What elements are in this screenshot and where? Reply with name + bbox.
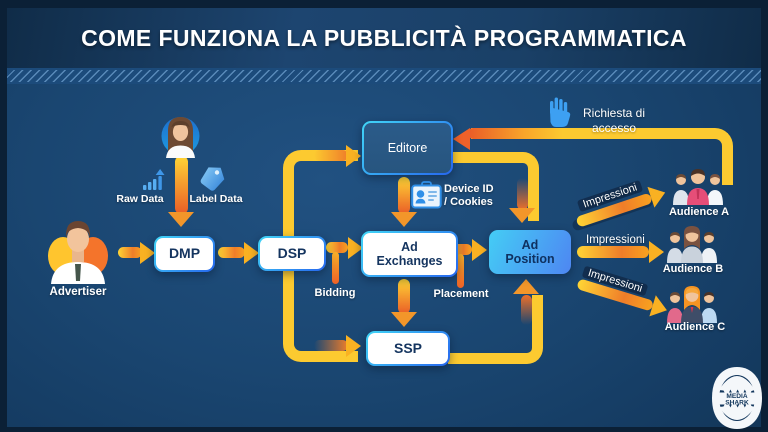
title-band: COME FUNZIONA LA PUBBLICITÀ PROGRAMMATIC… bbox=[7, 8, 761, 68]
arrow-placement-head bbox=[472, 239, 487, 261]
audience-c-label: Audience C bbox=[664, 321, 726, 333]
advertiser-avatar-icon bbox=[46, 214, 110, 284]
page-title: COME FUNZIONA LA PUBBLICITÀ PROGRAMMATIC… bbox=[81, 24, 687, 51]
audience-a-label: Audience A bbox=[668, 206, 730, 218]
shark-logo-icon: MEDIA SHARK bbox=[710, 366, 764, 430]
node-dsp: DSP bbox=[258, 236, 326, 271]
advertiser-label: Advertiser bbox=[49, 286, 107, 298]
raised-hand-icon bbox=[547, 96, 572, 127]
bidding-label: Bidding bbox=[314, 287, 356, 299]
audience-a-group-icon bbox=[671, 167, 725, 205]
woman-avatar-icon bbox=[158, 110, 203, 158]
arrow-bidding bbox=[326, 242, 348, 253]
arrow-ssp-to-position-gradient bbox=[521, 295, 532, 325]
arrow-editore-to-position-head bbox=[509, 208, 535, 223]
bar-chart-icon bbox=[142, 168, 166, 192]
node-ad-exchanges: Ad Exchanges bbox=[361, 231, 458, 277]
arrow-access-request-head bbox=[453, 128, 470, 150]
audience-c-group-icon bbox=[665, 285, 719, 323]
node-editore: Editore bbox=[362, 121, 453, 175]
audience-b-group-icon bbox=[665, 225, 719, 263]
audience-b-label: Audience B bbox=[662, 263, 724, 275]
zigzag-pattern bbox=[7, 70, 761, 82]
arrow-user-data-to-dmp bbox=[175, 156, 188, 214]
raw-data-label: Raw Data bbox=[116, 193, 164, 205]
arrow-bidding-head bbox=[348, 237, 363, 259]
arrow-dsp-to-ssp-head bbox=[346, 335, 361, 357]
arrow-dsp-to-editore-gradient bbox=[314, 150, 348, 161]
bidding-stem bbox=[332, 252, 339, 284]
arrow-dsp-to-ssp bbox=[283, 266, 358, 362]
id-card-icon bbox=[411, 181, 442, 209]
arrow-dsp-to-editore-head bbox=[346, 145, 361, 167]
node-ssp-label: SSP bbox=[393, 339, 422, 356]
arrow-exchanges-to-ssp-head bbox=[391, 312, 417, 327]
node-editore-label: Editore bbox=[387, 141, 428, 155]
arrow-ssp-to-position-head bbox=[513, 279, 539, 294]
placement-stem bbox=[457, 254, 464, 288]
node-ssp: SSP bbox=[366, 331, 450, 366]
arrow-access-request-gradient bbox=[468, 128, 563, 139]
arrow-dsp-to-ssp-gradient bbox=[314, 340, 348, 351]
access-request-label-line2: accesso bbox=[591, 121, 637, 135]
placement-label: Placement bbox=[433, 288, 489, 300]
arrow-user-data-to-dmp-head bbox=[168, 212, 194, 227]
arrow-editore-to-exchanges bbox=[398, 177, 410, 214]
arrow-access-request bbox=[471, 128, 733, 185]
arrow-placement bbox=[450, 244, 472, 255]
arrow-editore-to-position-gradient bbox=[517, 178, 528, 210]
logo-text-shark: SHARK bbox=[725, 400, 749, 407]
zigzag-divider bbox=[7, 68, 761, 84]
tag-icon bbox=[198, 164, 226, 192]
arrow-impressions-b-head bbox=[649, 241, 664, 263]
node-dmp: DMP bbox=[154, 236, 215, 272]
node-ad-position-label: Ad Position bbox=[505, 238, 555, 266]
node-ad-position: Ad Position bbox=[489, 230, 571, 274]
access-request-label-line1: Richiesta di bbox=[582, 106, 646, 120]
arrow-advertiser-to-dmp-head bbox=[140, 242, 155, 264]
node-dsp-label: DSP bbox=[277, 244, 307, 261]
arrow-dmp-to-dsp-head bbox=[244, 242, 259, 264]
impressions-b-label: Impressioni bbox=[586, 234, 645, 246]
arrow-editore-to-position bbox=[451, 152, 539, 221]
logo-text-media: MEDIA bbox=[726, 393, 747, 400]
arrow-editore-to-exchanges-head bbox=[391, 212, 417, 227]
arrow-exchanges-to-ssp bbox=[398, 279, 410, 314]
device-id-label-line2: / Cookies bbox=[444, 196, 493, 208]
node-dmp-label: DMP bbox=[168, 245, 201, 262]
device-id-label-line1: Device ID bbox=[444, 183, 494, 195]
node-ad-exchanges-label: Ad Exchanges bbox=[376, 240, 443, 268]
arrow-dmp-to-dsp bbox=[218, 247, 245, 258]
arrow-advertiser-to-dmp bbox=[118, 247, 142, 258]
arrow-ssp-to-position bbox=[448, 295, 543, 364]
label-data-label: Label Data bbox=[189, 193, 243, 205]
arrow-impressions-b bbox=[577, 246, 649, 258]
